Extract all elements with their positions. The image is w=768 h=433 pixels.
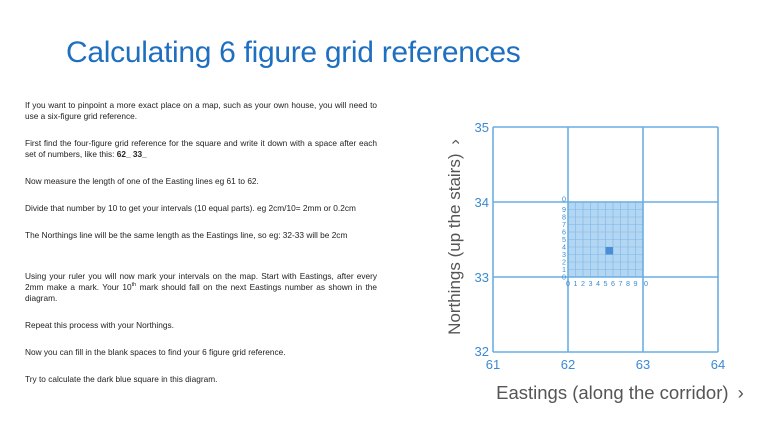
easting-subdivision-label: 2	[581, 279, 585, 288]
x-axis-title-text: Eastings (along the corridor)	[496, 382, 728, 403]
easting-label: 64	[711, 357, 725, 372]
northing-subdivision-label: 9	[562, 205, 566, 214]
instruction-9: Try to calculate the dark blue square in…	[25, 374, 218, 384]
northing-label: 32	[475, 344, 489, 359]
instruction-2: First find the four-figure grid referenc…	[25, 138, 377, 160]
instruction-2-text: First find the four-figure grid referenc…	[25, 138, 377, 159]
instruction-6-after: mark should fall on the next Eastings nu…	[25, 282, 378, 303]
easting-subdivision-label: 0	[644, 279, 648, 288]
subdivision-lines-layer	[568, 202, 643, 277]
instruction-7: Repeat this process with your Northings.	[25, 320, 174, 330]
northing-label: 34	[475, 195, 489, 210]
northing-subdivision-label: 2	[562, 258, 566, 267]
northing-subdivision-label: 5	[562, 235, 566, 244]
easting-label: 62	[561, 357, 575, 372]
instruction-6-before: Using your ruler you will now mark your …	[25, 271, 377, 292]
y-axis-title: Northings (up the stairs) ›	[445, 139, 464, 335]
easting-subdivision-label: 5	[604, 279, 608, 288]
northing-subdivision-label: 1	[562, 265, 566, 274]
northing-label: 35	[475, 120, 489, 135]
easting-subdivision-label: 4	[596, 279, 600, 288]
easting-label: 63	[636, 357, 650, 372]
instruction-5: The Northings line will be the same leng…	[25, 230, 348, 240]
instruction-6: Using your ruler you will now mark your …	[25, 271, 377, 304]
easting-subdivision-label: 3	[589, 279, 593, 288]
x-axis-title: Eastings (along the corridor) ›	[496, 382, 744, 403]
y-axis-title-group: Northings (up the stairs) ›	[445, 139, 464, 335]
y-axis-title-text: Northings (up the stairs)	[445, 154, 464, 335]
northing-subdivision-label: 0	[562, 273, 566, 282]
easting-subdivision-label: 1	[574, 279, 578, 288]
instruction-3: Now measure the length of one of the Eas…	[25, 176, 259, 186]
page-title: Calculating 6 figure grid references	[66, 36, 521, 69]
northing-label: 33	[475, 270, 489, 285]
y-axis-arrow: ›	[445, 139, 464, 145]
easting-label: 61	[486, 357, 500, 372]
instruction-6-sup: th	[131, 282, 137, 289]
easting-subdivision-label: 7	[619, 279, 623, 288]
x-axis-arrow: ›	[738, 382, 744, 403]
easting-subdivision-label: 0	[566, 279, 570, 288]
instruction-1: If you want to pinpoint a more exact pla…	[25, 100, 377, 121]
northing-subdivision-label: 8	[562, 213, 566, 222]
instruction-8: Now you can fill in the blank spaces to …	[25, 347, 286, 357]
northing-subdivision-label: 0	[562, 195, 566, 204]
easting-subdivision-label: 9	[634, 279, 638, 288]
easting-subdivision-label: 8	[626, 279, 630, 288]
dark-blue-square	[605, 247, 613, 255]
northing-subdivision-label: 4	[562, 243, 566, 252]
instruction-2-example: 62_ 33_	[116, 149, 147, 159]
northing-subdivision-label: 3	[562, 250, 566, 259]
instruction-4: Divide that number by 10 to get your int…	[25, 203, 356, 213]
northing-subdivision-label: 7	[562, 220, 566, 229]
northing-subdivision-label: 6	[562, 228, 566, 237]
easting-subdivision-label: 6	[611, 279, 615, 288]
instructions-panel: If you want to pinpoint a more exact pla…	[25, 100, 377, 401]
grid-lines-layer	[492, 126, 719, 353]
